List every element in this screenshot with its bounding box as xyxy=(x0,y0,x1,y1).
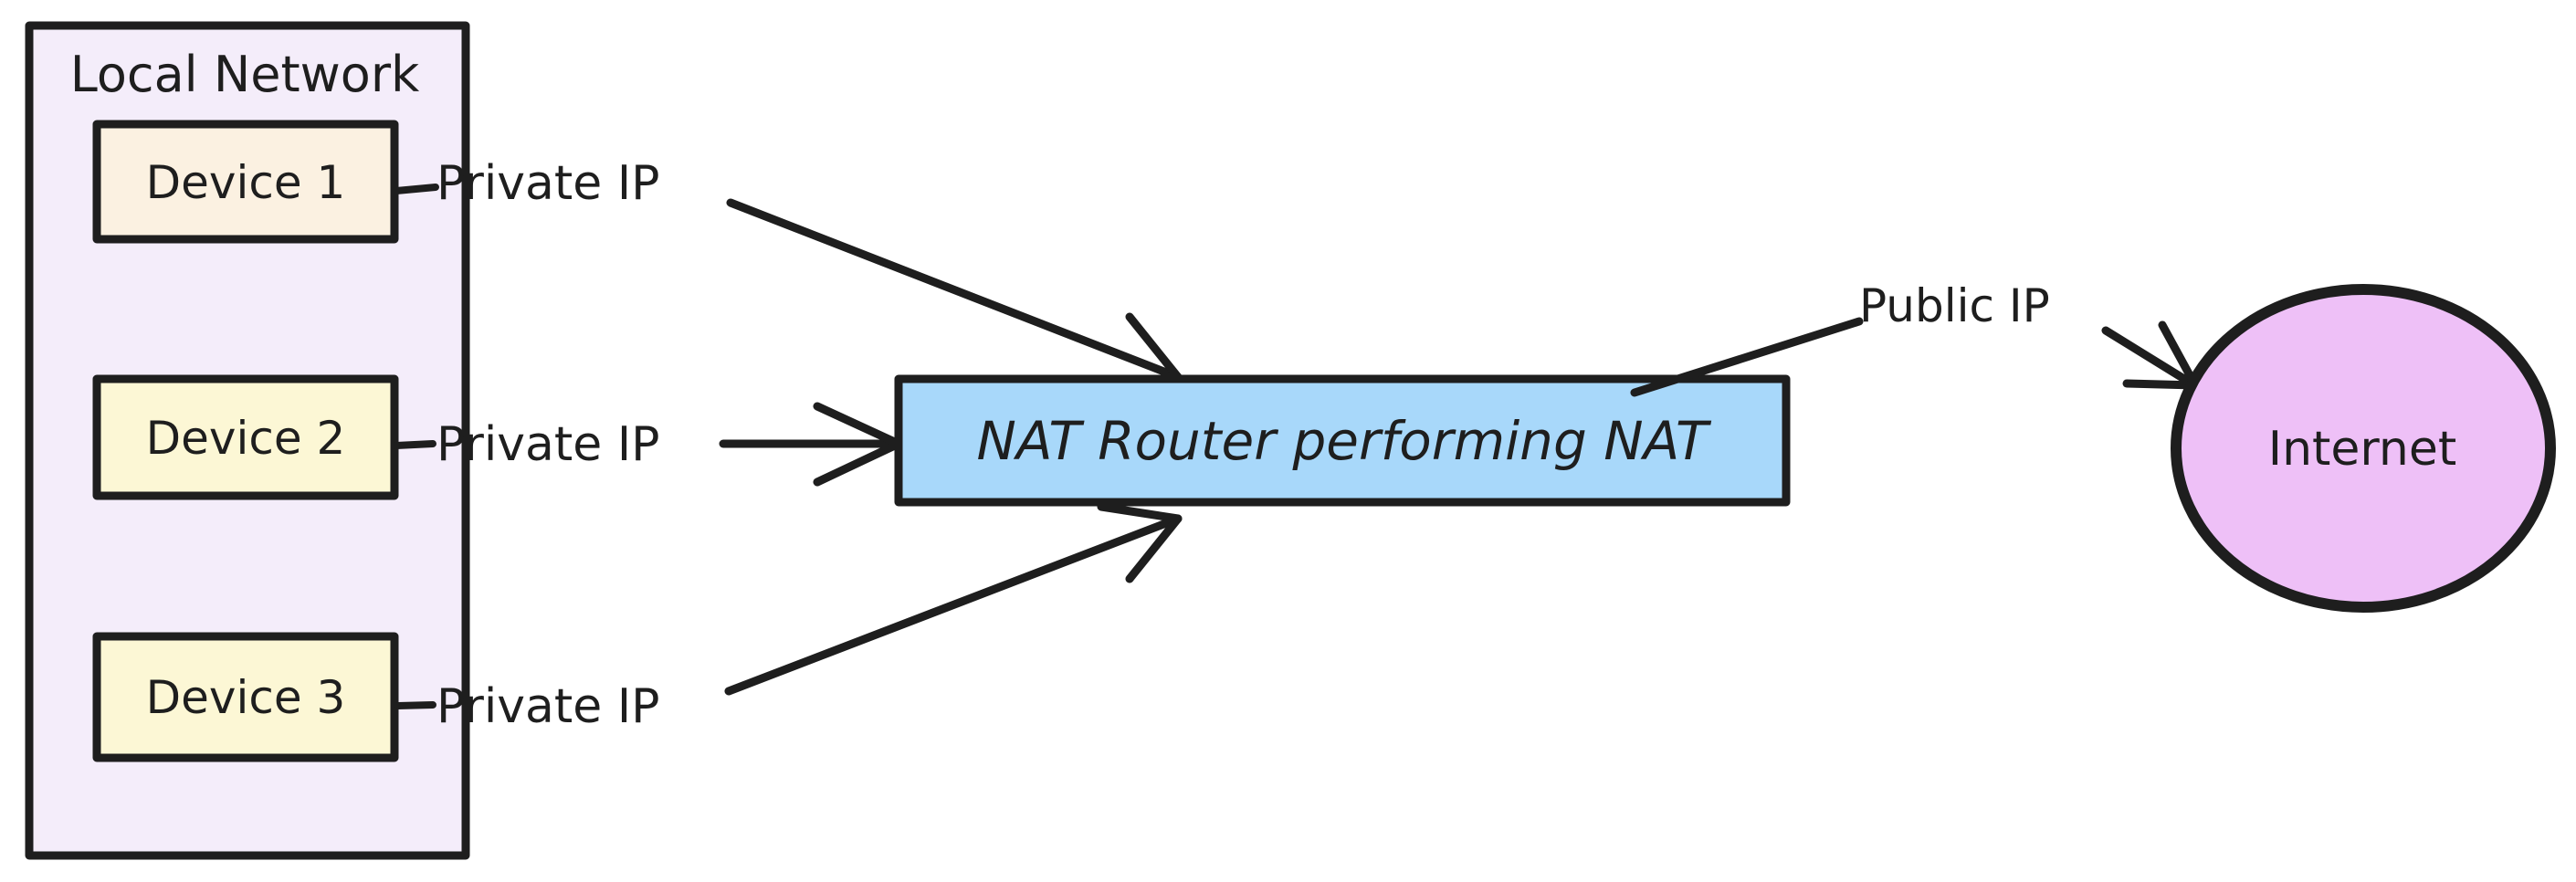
device-3-box xyxy=(92,632,399,762)
device-3-connector-stub xyxy=(394,701,436,709)
nat-router-box xyxy=(894,374,1791,507)
internet-label: Internet xyxy=(2268,422,2456,477)
nat-router-group: NAT Router performing NAT xyxy=(894,374,1791,507)
arrow-public-ip-to-internet-shaft xyxy=(2101,326,2196,388)
device-2-connector-stub xyxy=(393,440,436,449)
public-ip-label: Public IP xyxy=(1859,279,2050,332)
internet-group: Internet xyxy=(2171,284,2556,613)
connection-device3-router: Private IP xyxy=(394,502,1183,734)
connection-device2-router: Private IP xyxy=(393,402,903,487)
private-ip-label-device1: Private IP xyxy=(436,156,660,211)
private-ip-label-device2: Private IP xyxy=(436,417,660,472)
local-network-group: Local Network Device 1 Device 2 Device 3 xyxy=(25,21,470,860)
private-ip-label-device3: Private IP xyxy=(436,679,660,734)
arrow-device3-to-router-head xyxy=(1097,502,1183,583)
arrow-device1-to-router-shaft xyxy=(726,198,1183,382)
router-to-public-ip-line xyxy=(1630,317,1864,397)
device-1-box xyxy=(92,120,399,244)
local-network-label: Local Network xyxy=(70,46,420,103)
device-1-label: Device 1 xyxy=(146,156,346,209)
device-2-box xyxy=(92,374,399,500)
nat-router-label: NAT Router performing NAT xyxy=(977,410,1713,472)
diagram-root-group: Local Network Device 1 Device 2 Device 3… xyxy=(25,21,2556,860)
arrow-device3-to-router-shaft xyxy=(724,514,1183,696)
device-1-connector-stub xyxy=(393,184,439,194)
internet-ellipse xyxy=(2171,284,2556,613)
connection-device1-router: Private IP xyxy=(393,156,1183,394)
device-3-label: Device 3 xyxy=(146,671,346,724)
connection-router-internet: Public IP xyxy=(1630,279,2200,397)
device-2-label: Device 2 xyxy=(146,412,346,465)
